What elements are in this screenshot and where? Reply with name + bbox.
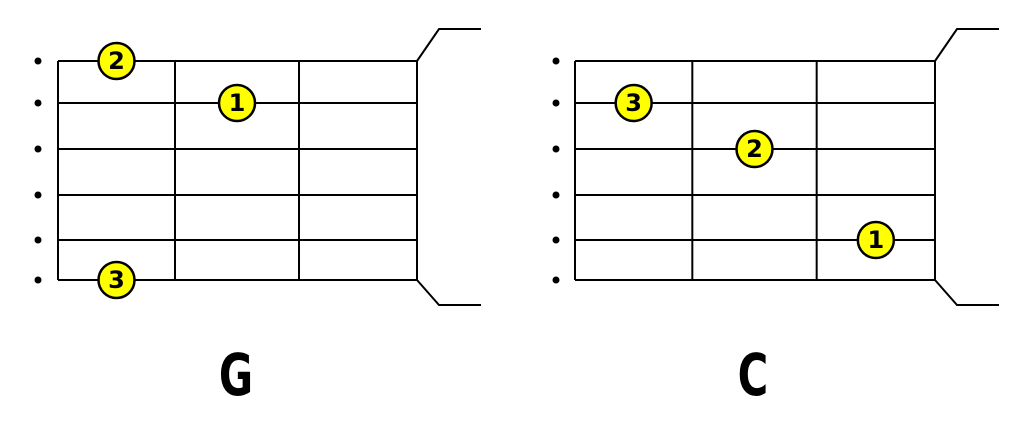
finger-number: 2 bbox=[108, 47, 125, 75]
string-dot-4 bbox=[552, 191, 560, 199]
string-dot-1 bbox=[34, 57, 42, 65]
string-dot-2 bbox=[34, 99, 42, 107]
chord-diagram-c: 3 2 1C bbox=[552, 28, 999, 409]
string-dot-6 bbox=[552, 276, 560, 284]
finger-marker: 3 bbox=[614, 83, 653, 123]
finger-marker: 1 bbox=[856, 220, 896, 260]
finger-number: 1 bbox=[867, 226, 884, 254]
finger-number: 1 bbox=[229, 89, 246, 117]
finger-marker: 3 bbox=[97, 260, 136, 300]
finger-number: 3 bbox=[625, 89, 642, 117]
chord-diagram-g: 2 1 3G bbox=[34, 28, 481, 409]
string-dot-1 bbox=[552, 57, 560, 65]
finger-marker-circle bbox=[856, 220, 896, 260]
string-dot-5 bbox=[552, 236, 560, 244]
finger-number: 2 bbox=[746, 135, 763, 163]
string-dot-4 bbox=[34, 191, 42, 199]
finger-marker-circle bbox=[217, 83, 257, 123]
finger-marker-circle bbox=[735, 129, 774, 169]
chord-name-label: G bbox=[219, 341, 253, 409]
headstock-bottom-line bbox=[934, 279, 999, 306]
finger-marker: 2 bbox=[97, 41, 136, 81]
string-dot-6 bbox=[34, 276, 42, 284]
finger-marker-circle bbox=[97, 41, 136, 81]
string-dot-3 bbox=[34, 145, 42, 153]
headstock-bottom-line bbox=[416, 279, 481, 306]
string-dot-3 bbox=[552, 145, 560, 153]
finger-number: 3 bbox=[108, 266, 125, 294]
string-dot-2 bbox=[552, 99, 560, 107]
finger-marker-circle bbox=[614, 83, 653, 123]
finger-marker-circle bbox=[97, 260, 136, 300]
finger-marker: 1 bbox=[217, 83, 257, 123]
headstock-top-line bbox=[934, 28, 999, 62]
headstock-top-line bbox=[416, 28, 481, 62]
finger-marker: 2 bbox=[735, 129, 774, 169]
chord-name-label: C bbox=[738, 341, 769, 409]
string-dot-5 bbox=[34, 236, 42, 244]
